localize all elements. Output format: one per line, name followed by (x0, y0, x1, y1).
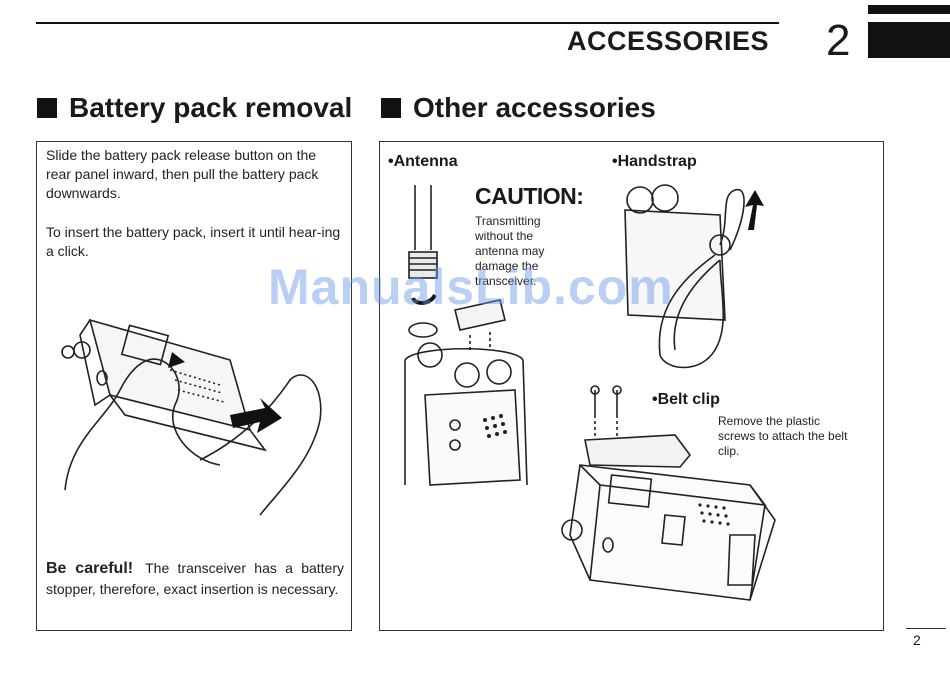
battery-removal-text: Slide the battery pack release button on… (46, 147, 319, 201)
section-heading-battery: Battery pack removal (37, 92, 352, 124)
beltclip-label: •Belt clip (652, 391, 720, 408)
section-heading-battery-text: Battery pack removal (69, 92, 353, 123)
chapter-title: ACCESSORIES (567, 26, 770, 56)
battery-insert-text: To insert the battery pack, insert it un… (46, 224, 341, 259)
header-rule (36, 22, 779, 24)
beltclip-text: Remove the plastic screws to attach the … (718, 414, 848, 458)
watermark: ManualsLib.com (268, 259, 674, 315)
chapter-tab (868, 22, 950, 58)
beltclip-illustration (561, 385, 776, 601)
antenna-label: •Antenna (388, 153, 458, 170)
chapter-tab-top (868, 5, 950, 14)
caution-text: Transmitting without the antenna may dam… (475, 214, 545, 288)
handstrap-illustration (624, 184, 764, 369)
accessories-panel (379, 141, 884, 631)
handstrap-label: •Handstrap (612, 153, 697, 170)
battery-removal-illustration (61, 318, 322, 516)
chapter-number: 2 (826, 16, 851, 65)
antenna-illustration (404, 185, 528, 486)
careful-note: Be careful! The transceiver has a batter… (46, 558, 344, 599)
bullet-square-icon (381, 98, 401, 118)
careful-label: Be careful! (46, 560, 134, 577)
bullet-square-icon (37, 98, 57, 118)
page-number: 2 (913, 632, 921, 648)
battery-panel (36, 141, 352, 631)
section-heading-accessories: Other accessories (381, 92, 656, 124)
footer-rule (906, 628, 946, 629)
careful-text: The transceiver has a battery stopper, t… (46, 560, 344, 597)
caution-title: CAUTION: (475, 183, 584, 209)
section-heading-accessories-text: Other accessories (413, 92, 656, 123)
